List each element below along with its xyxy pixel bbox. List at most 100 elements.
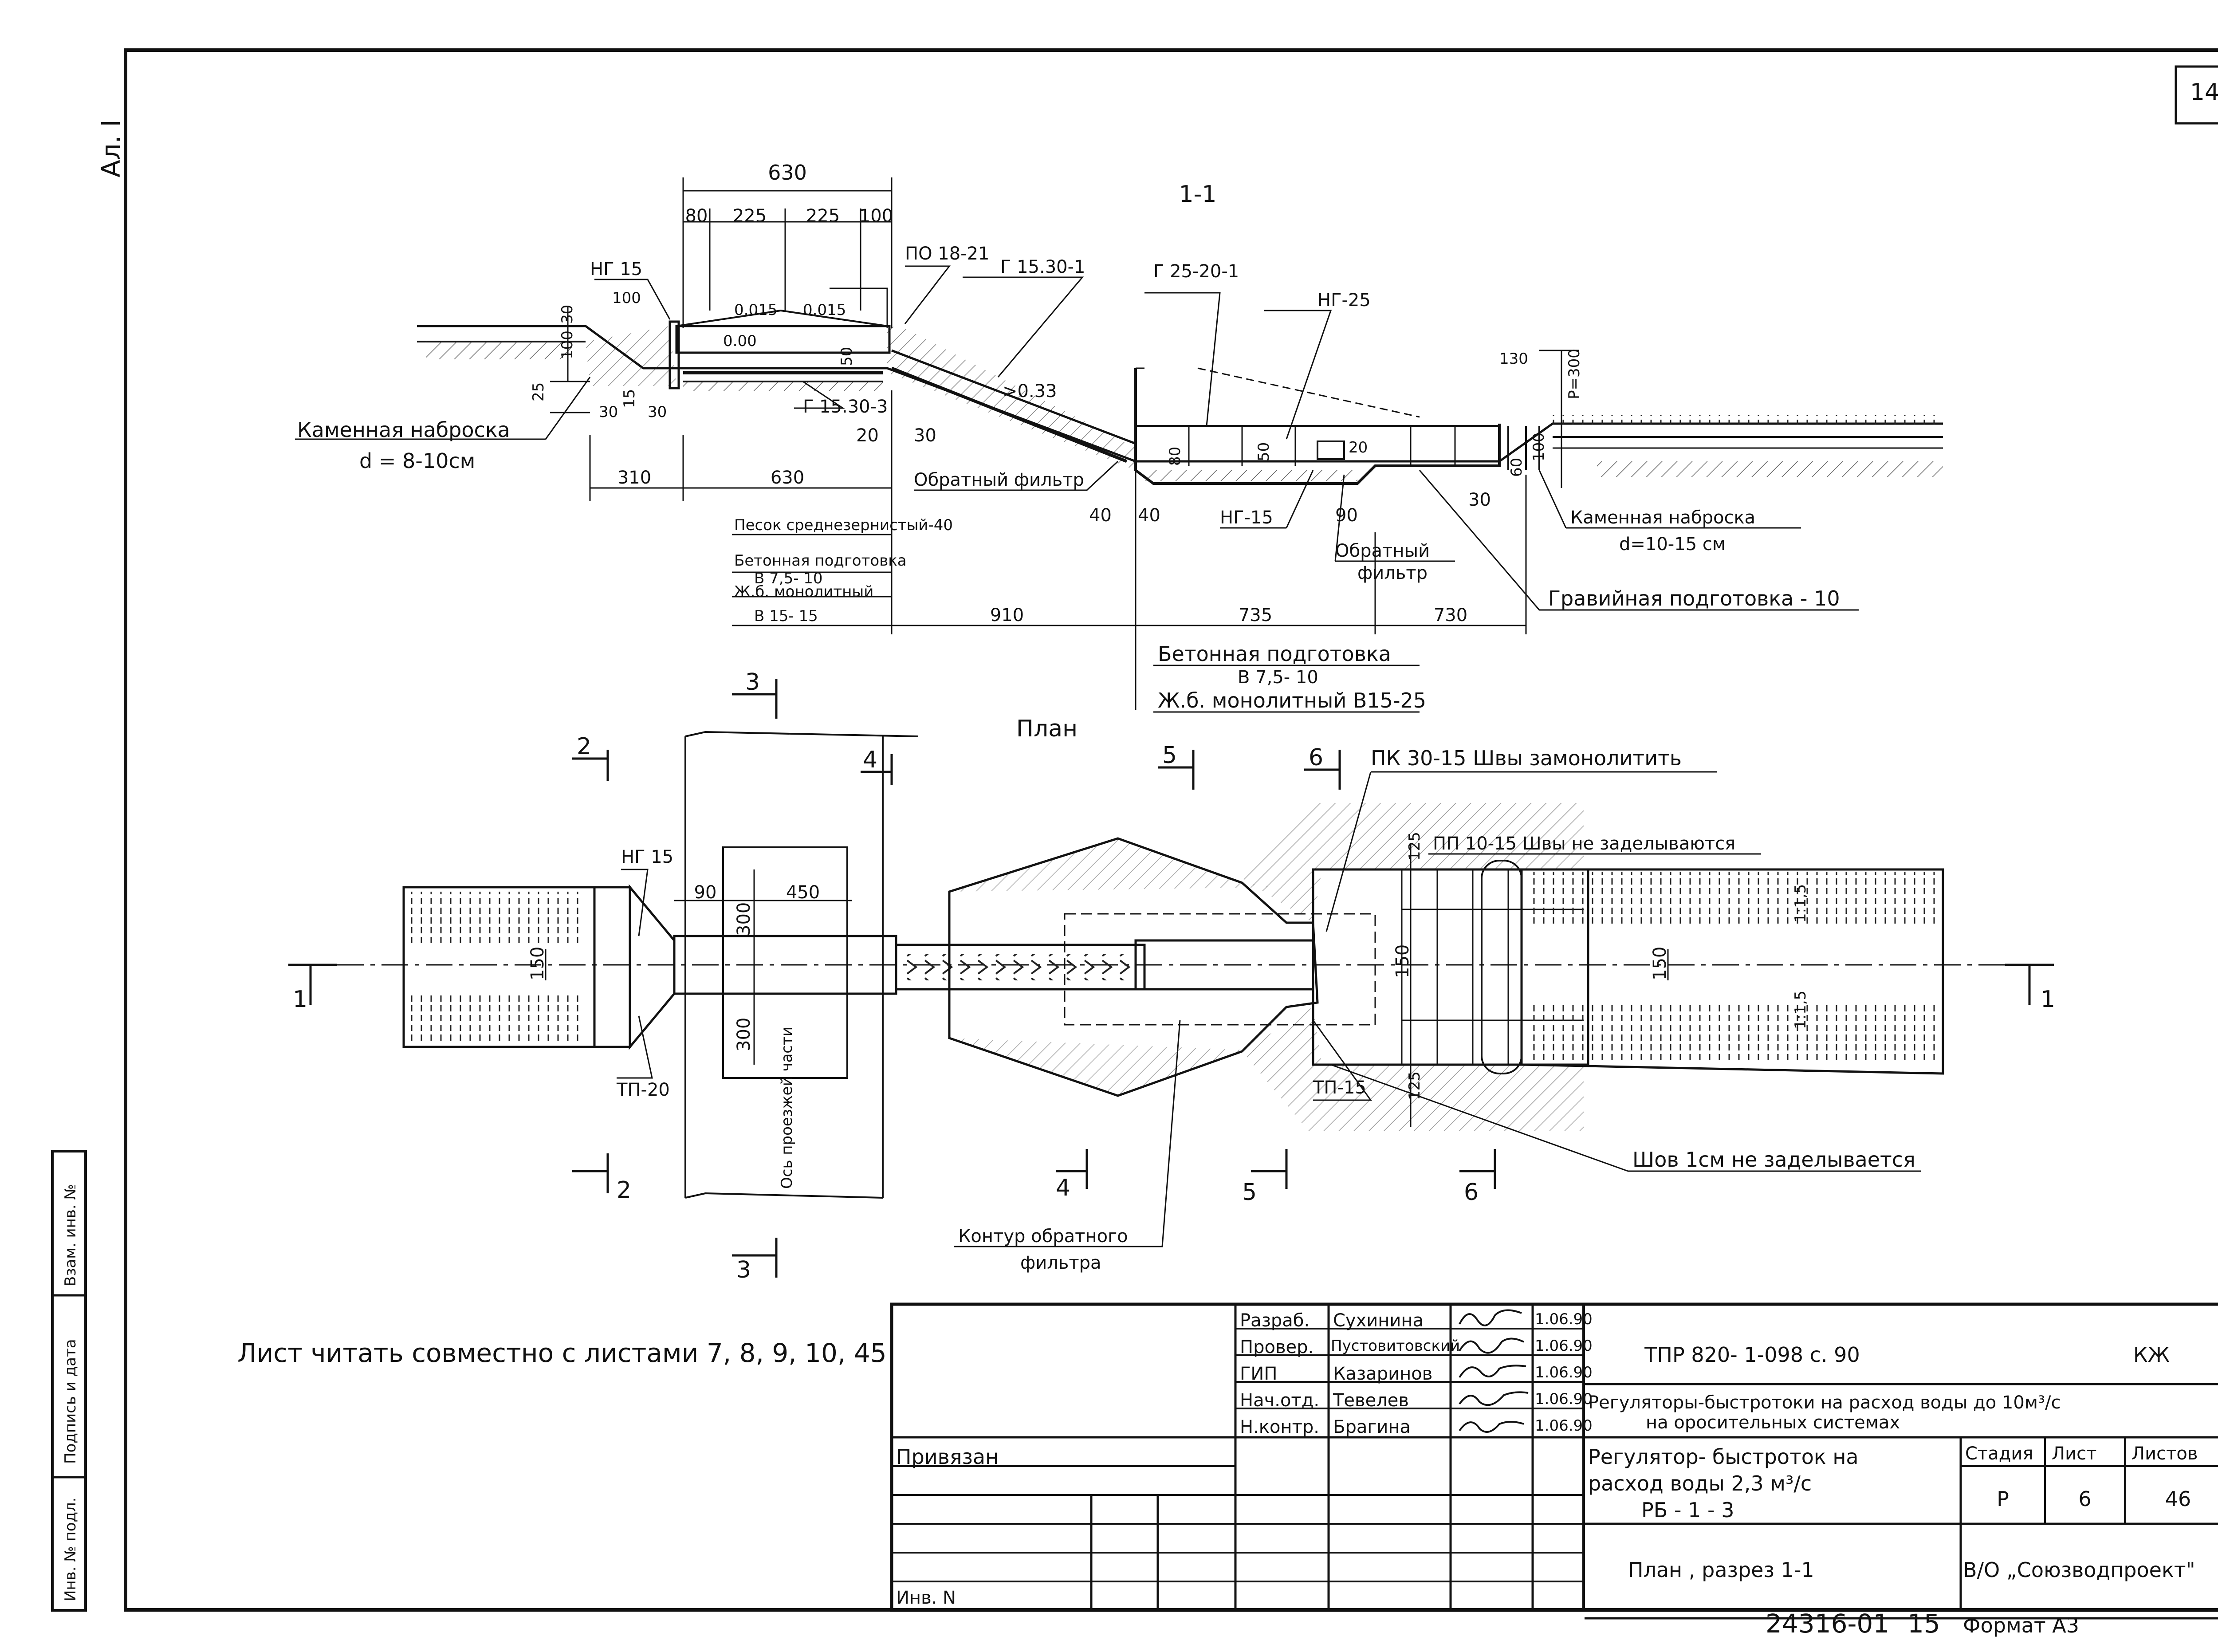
section-title: 1-1 <box>1179 181 1217 208</box>
stamp-object-3: РБ - 1 - 3 <box>1641 1498 1734 1522</box>
footer-format: Формат А3 <box>1963 1613 2079 1637</box>
stamp-rows: Разраб. Сухинина 1.06.90 Провер. Пустови… <box>1240 1310 1593 1437</box>
label-ng25: НГ-25 <box>1317 290 1371 311</box>
dim-130: 130 <box>1499 350 1528 368</box>
dim-15: 15 <box>621 389 638 408</box>
cut-4-bottom: 4 <box>1056 1175 1070 1201</box>
label-ng15-b: НГ-15 <box>1220 507 1273 528</box>
plan-label-pp1015: ПП 10-15 Швы не заделываются <box>1433 834 1735 854</box>
stamp-date-1: 1.06.90 <box>1535 1310 1593 1328</box>
label-po1821: ПО 18-21 <box>905 244 990 264</box>
title-block <box>890 1302 2218 1612</box>
label-g1530-1: Г 15.30-1 <box>1000 257 1085 277</box>
dim-225-b: 225 <box>806 206 840 226</box>
stamp-name-1: Сухинина <box>1333 1310 1424 1331</box>
dim-910: 910 <box>990 605 1024 625</box>
plan-slope-b: 1:1,5 <box>1792 991 1809 1029</box>
dim-100-left: 100 <box>558 330 576 359</box>
stamp-code: ТПР 820- 1-098 с. 90 <box>1644 1343 1860 1367</box>
plan-view: План <box>288 669 2055 1283</box>
stamp-role-3: ГИП <box>1240 1364 1277 1384</box>
label-g1530-3: Г 15.30-3 <box>803 397 888 417</box>
label-gravel: Гравийная подготовка - 10 <box>1548 586 1840 610</box>
dim-100-top: 100 <box>859 206 893 226</box>
label-b75-10-b: В 7,5- 10 <box>1238 667 1318 688</box>
dim-20-b: 20 <box>1349 439 1368 456</box>
label-b15-15: В 15- 15 <box>754 607 818 625</box>
stamp-stage-header: Стадия <box>1965 1444 2033 1464</box>
footer-page: 15 <box>1907 1609 1940 1639</box>
dim-40-a: 40 <box>1089 505 1112 526</box>
dim-p300: P=300 <box>1565 349 1583 399</box>
label-reverse-filter: Обратный фильтр <box>914 470 1084 490</box>
cut-4-top: 4 <box>863 747 877 773</box>
dim-50: 50 <box>838 347 856 366</box>
label-reverse-filter-2: Обратный <box>1335 541 1430 561</box>
stamp-inv: Инв. N <box>896 1588 956 1608</box>
side-stamp-podpis: Подпись и дата <box>62 1339 79 1464</box>
stamp-stage: Р <box>1997 1487 2009 1511</box>
slope-015-b: 0.015 <box>803 301 846 319</box>
label-sand: Песок среднезернистый-40 <box>734 516 953 534</box>
label-stone-left-size: d = 8-10см <box>359 449 475 473</box>
dim-60: 60 <box>1508 458 1526 477</box>
signatures <box>1459 1309 1529 1433</box>
plan-label-ng15: НГ 15 <box>621 847 673 867</box>
stamp-name-3: Казаринов <box>1333 1364 1432 1384</box>
stamp-sheet-header: Лист <box>2052 1444 2096 1464</box>
stamp-role-5: Н.контр. <box>1240 1417 1319 1437</box>
side-stamp-vzam: Взам. инв. № <box>62 1184 79 1286</box>
dim-30-e: 30 <box>1468 490 1491 510</box>
plan-dim-125-b: 125 <box>1406 1071 1424 1100</box>
label-concrete-prep-2: Бетонная подготовка <box>1158 642 1391 666</box>
dim-80-b: 80 <box>1166 447 1184 466</box>
stamp-tied: Привязан <box>896 1445 999 1469</box>
side-stamp-inv: Инв. № подл. <box>62 1497 79 1601</box>
stamp-name-2: Пустовитовский <box>1331 1337 1460 1355</box>
stamp-object-1: Регулятор- быстроток на <box>1588 1445 1859 1469</box>
plan-dim-150-c: 150 <box>1650 947 1670 980</box>
plan-label-road-axis: Ось проезжей части <box>778 1027 796 1189</box>
stamp-mark: КЖ <box>2133 1343 2170 1367</box>
stamp-date-4: 1.06.90 <box>1535 1390 1593 1408</box>
cut-2-bottom: 2 <box>617 1177 631 1204</box>
stamp-role-2: Провер. <box>1240 1337 1313 1357</box>
dim-80: 80 <box>685 206 708 226</box>
stamp-sheet: 6 <box>2078 1487 2091 1511</box>
dim-30-d: 30 <box>914 425 936 446</box>
plan-label-seam: Шов 1см не заделывается <box>1632 1148 1915 1172</box>
label-ng15: НГ 15 <box>590 259 642 279</box>
corner-mark: Ал. I <box>96 119 126 177</box>
label-g25201: Г 25-20-1 <box>1153 261 1239 282</box>
plan-dim-150-b: 150 <box>1392 944 1413 978</box>
cut-6-bottom: 6 <box>1464 1179 1479 1206</box>
plan-slope-a: 1:1,5 <box>1792 884 1809 923</box>
label-rc-mono-2: Ж.б. монолитный В15-25 <box>1158 688 1426 712</box>
label-b75-10: В 7,5- 10 <box>754 570 823 587</box>
dim-25: 25 <box>530 382 547 401</box>
dim-30-left: 30 <box>558 305 576 324</box>
stamp-project-title: Регуляторы-быстротоки на расход воды до … <box>1588 1392 2061 1413</box>
label-reverse-filter-2b: фильтр <box>1357 563 1428 583</box>
stamp-drawing-name: План , разрез 1-1 <box>1628 1558 1814 1582</box>
dim-225-a: 225 <box>733 206 767 226</box>
plan-dim-450: 450 <box>786 882 820 903</box>
dim-100-right: 100 <box>1530 433 1548 461</box>
stamp-object-2: расход воды 2,3 м³/с <box>1588 1471 1812 1495</box>
plan-dim-300-b: 300 <box>734 1018 754 1051</box>
plan-dim-90: 90 <box>694 882 717 903</box>
cut-2-top: 2 <box>577 733 591 760</box>
dim-310: 310 <box>617 468 651 488</box>
plan-dim-150-a: 150 <box>527 947 548 980</box>
dim-730: 730 <box>1434 605 1467 625</box>
label-concrete-prep: Бетонная подготовка <box>734 552 907 570</box>
dim-30-c: 30 <box>648 403 667 421</box>
stamp-date-5: 1.06.90 <box>1535 1417 1593 1435</box>
plan-label-contour-2: фильтра <box>1020 1253 1101 1273</box>
label-stone-right-size: d=10-15 см <box>1619 534 1726 555</box>
cut-6-top: 6 <box>1309 744 1323 771</box>
dim-20: 20 <box>856 425 879 446</box>
stamp-role-4: Нач.отд. <box>1240 1390 1319 1411</box>
